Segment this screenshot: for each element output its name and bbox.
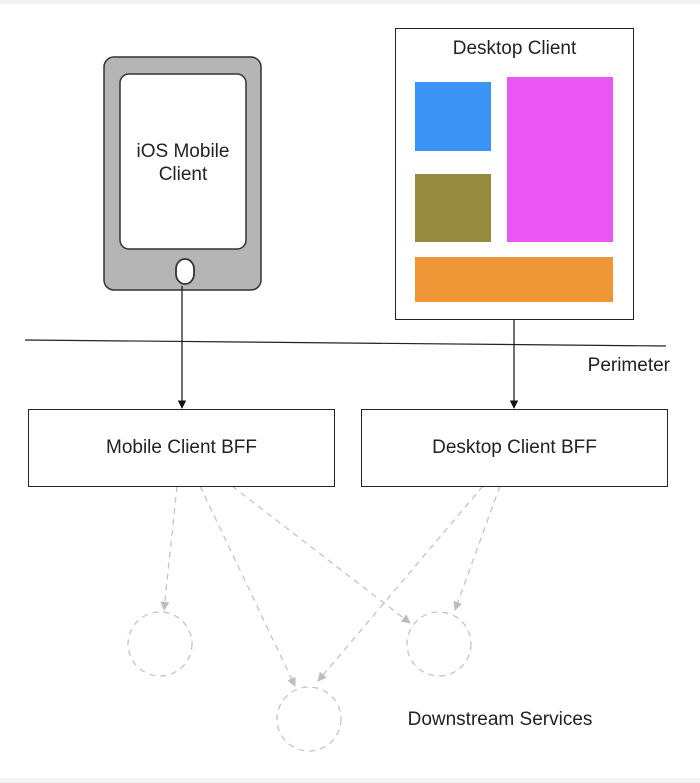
architecture-diagram: iOS Mobile Client Desktop Client Perimet… (0, 4, 700, 778)
olive-panel (415, 174, 491, 242)
desktop-client-label: Desktop Client (452, 38, 577, 59)
mobile-client-label-line2: Client (158, 164, 208, 185)
desktop-client-bff-label: Desktop Client BFF (432, 437, 597, 458)
home-button-icon (175, 258, 195, 285)
downstream-service-2 (276, 686, 342, 752)
mobile-bff-to-service-3-arrow (231, 485, 411, 624)
magenta-panel (507, 77, 613, 242)
mobile-client-bff (28, 409, 335, 487)
mobile-client-label: iOS Mobile Client (120, 140, 246, 186)
diagram-lines (24, 56, 667, 752)
desktop-client-bff (361, 409, 668, 487)
downstream-service-3 (406, 611, 472, 677)
perimeter-label: Perimeter (587, 355, 670, 376)
mobile-device-screen (119, 73, 247, 250)
blue-panel (415, 82, 491, 151)
orange-panel (415, 257, 613, 302)
perimeter-line (24, 339, 667, 347)
mobile-client-bff-label: Mobile Client BFF (106, 437, 257, 458)
desktop-bff-to-service-3-arrow (453, 485, 501, 611)
mobile-bff-to-service-2-arrow (199, 485, 296, 687)
mobile-bff-to-service-1-arrow (160, 485, 178, 611)
downstream-services-label: Downstream Services (407, 709, 593, 730)
downstream-service-1 (127, 611, 193, 677)
desktop-bff-to-service-2-arrow (317, 485, 484, 682)
mobile-client-label-line1: iOS Mobile (136, 141, 230, 162)
